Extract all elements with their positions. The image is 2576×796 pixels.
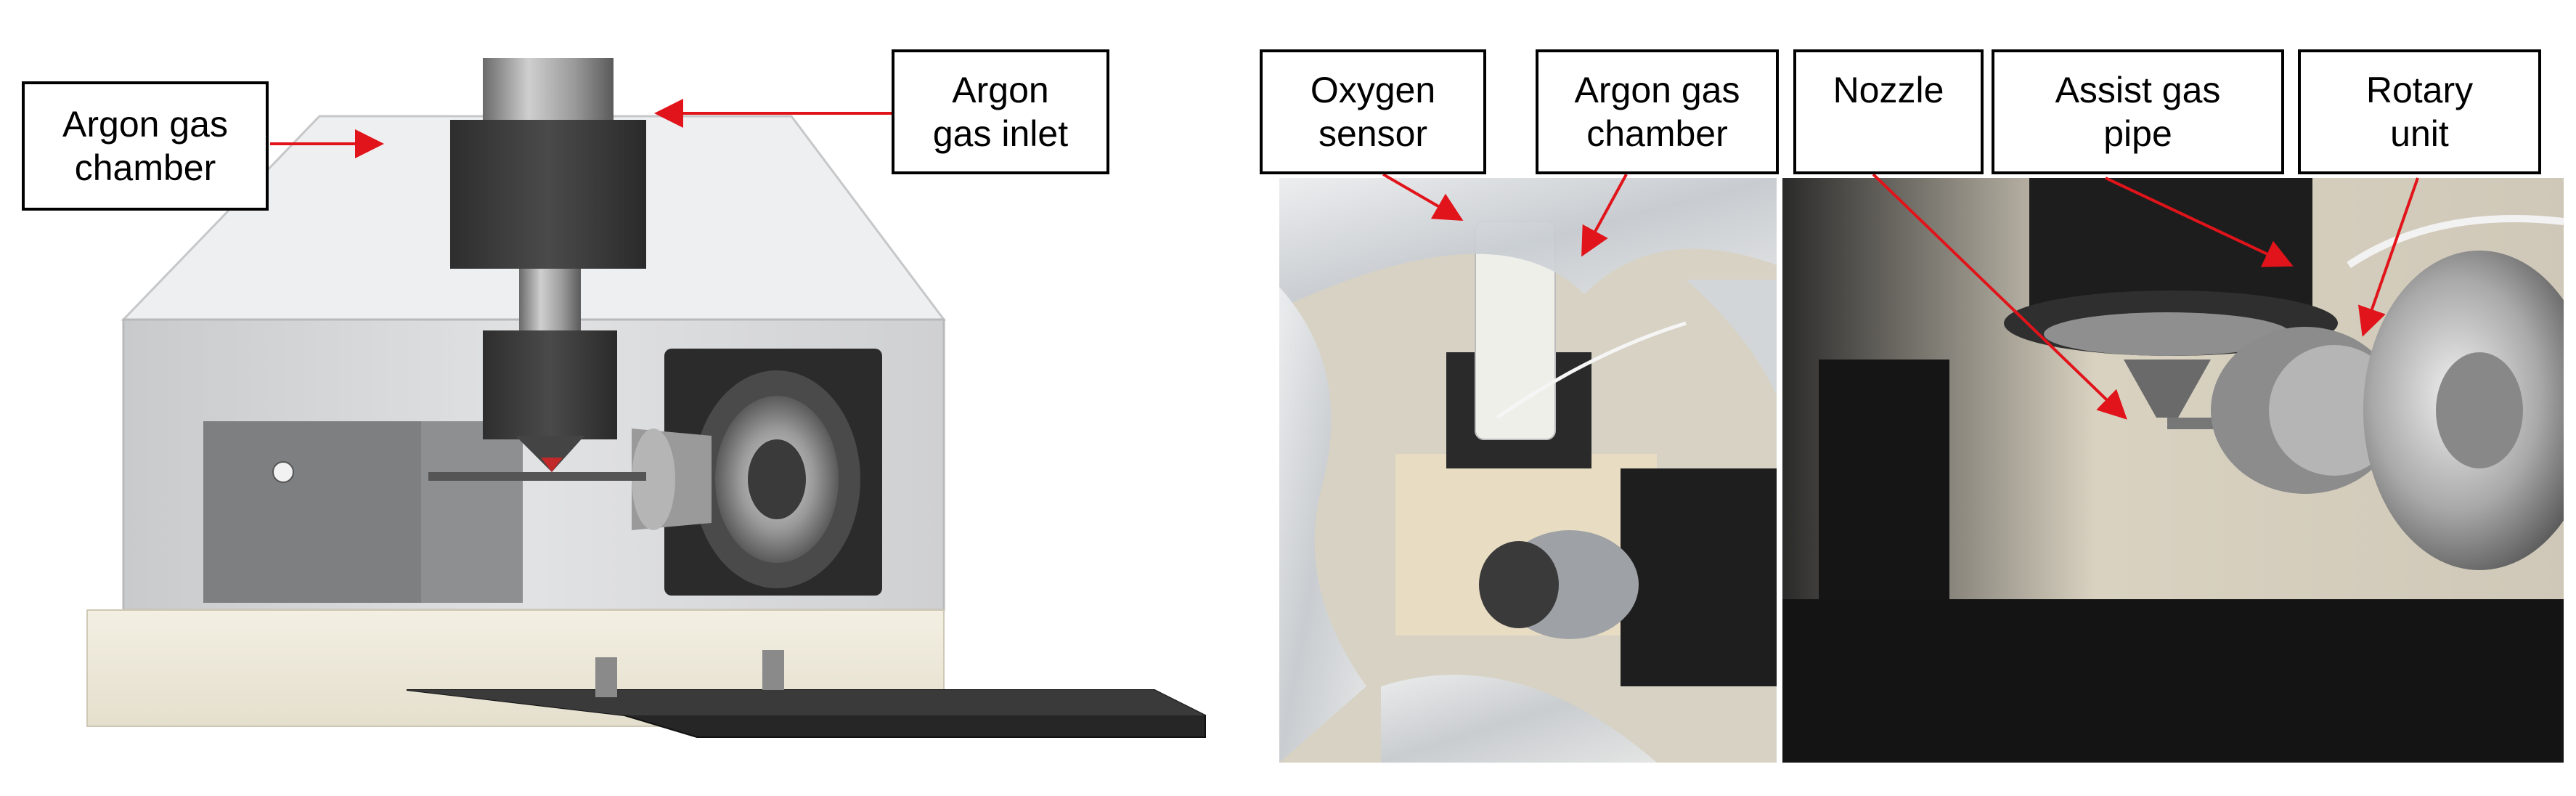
nozzle-tip: [2124, 360, 2211, 418]
enclosure-render: [86, 58, 1206, 738]
label-argon-gas-chamber-right: Argon gas chamber: [1536, 49, 1779, 174]
nozzle-cone: [515, 436, 584, 472]
label-argon-gas-chamber-left: Argon gas chamber: [22, 81, 269, 211]
arrow-assist-gas-pipe: [2105, 176, 2294, 267]
label-assist-gas-pipe: Assist gas pipe: [1992, 49, 2284, 174]
label-oxygen-sensor: Oxygen sensor: [1260, 49, 1486, 174]
inlet-cylinder: [483, 58, 614, 123]
label-argon-gas-inlet: Argon gas inlet: [892, 49, 1109, 174]
photo-setup: [1782, 178, 2564, 763]
arrow-rotary-unit: [2357, 177, 2419, 337]
label-rotary-unit: Rotary unit: [2298, 49, 2541, 174]
photo-chamber: [1279, 178, 1777, 763]
laser-head-top: [450, 120, 646, 269]
arrow-oxygen-sensor: [1382, 173, 1464, 222]
label-nozzle: Nozzle: [1793, 49, 1984, 174]
arrow-argon-gas-chamber-right: [1581, 174, 1628, 257]
arrow-nozzle: [1872, 173, 2127, 420]
